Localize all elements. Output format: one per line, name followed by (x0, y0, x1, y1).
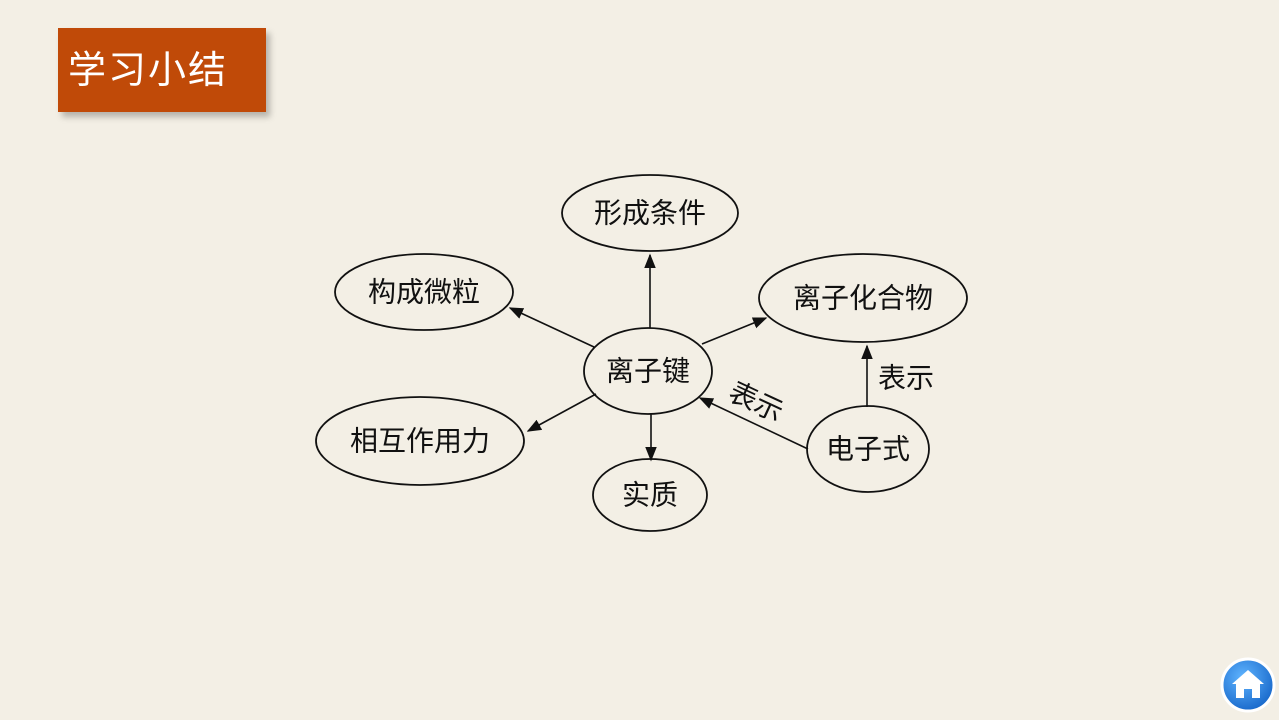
arrow-center-to-compound (701, 317, 768, 345)
node-formula-outline (806, 405, 930, 493)
arrow-center-to-particles (508, 307, 595, 348)
node-force-outline (315, 396, 525, 486)
node-essence-outline (592, 458, 708, 532)
node-compound: 离子化合物 (793, 282, 933, 315)
arrow-formula-to-center (698, 397, 809, 450)
node-essence: 实质 (622, 479, 678, 512)
node-particles: 构成微粒 (368, 276, 480, 309)
edge-label-formula-to-center: 表示 (724, 375, 789, 429)
arrow-center-to-force (526, 393, 597, 432)
node-force: 相互作用力 (350, 425, 490, 458)
node-formula: 电子式 (826, 433, 910, 466)
connectors (508, 253, 873, 462)
home-button[interactable] (1220, 657, 1276, 713)
node-center-outline (583, 327, 713, 415)
edge-label-formula-to-compound: 表示 (878, 362, 934, 395)
node-particles-outline (334, 253, 514, 331)
node-center: 离子键 (606, 355, 690, 388)
node-formation-outline (561, 174, 739, 252)
home-icon (1232, 670, 1264, 698)
node-formation: 形成条件 (594, 197, 706, 230)
page-title: 学习小结 (58, 28, 266, 112)
node-compound-outline (758, 253, 968, 343)
